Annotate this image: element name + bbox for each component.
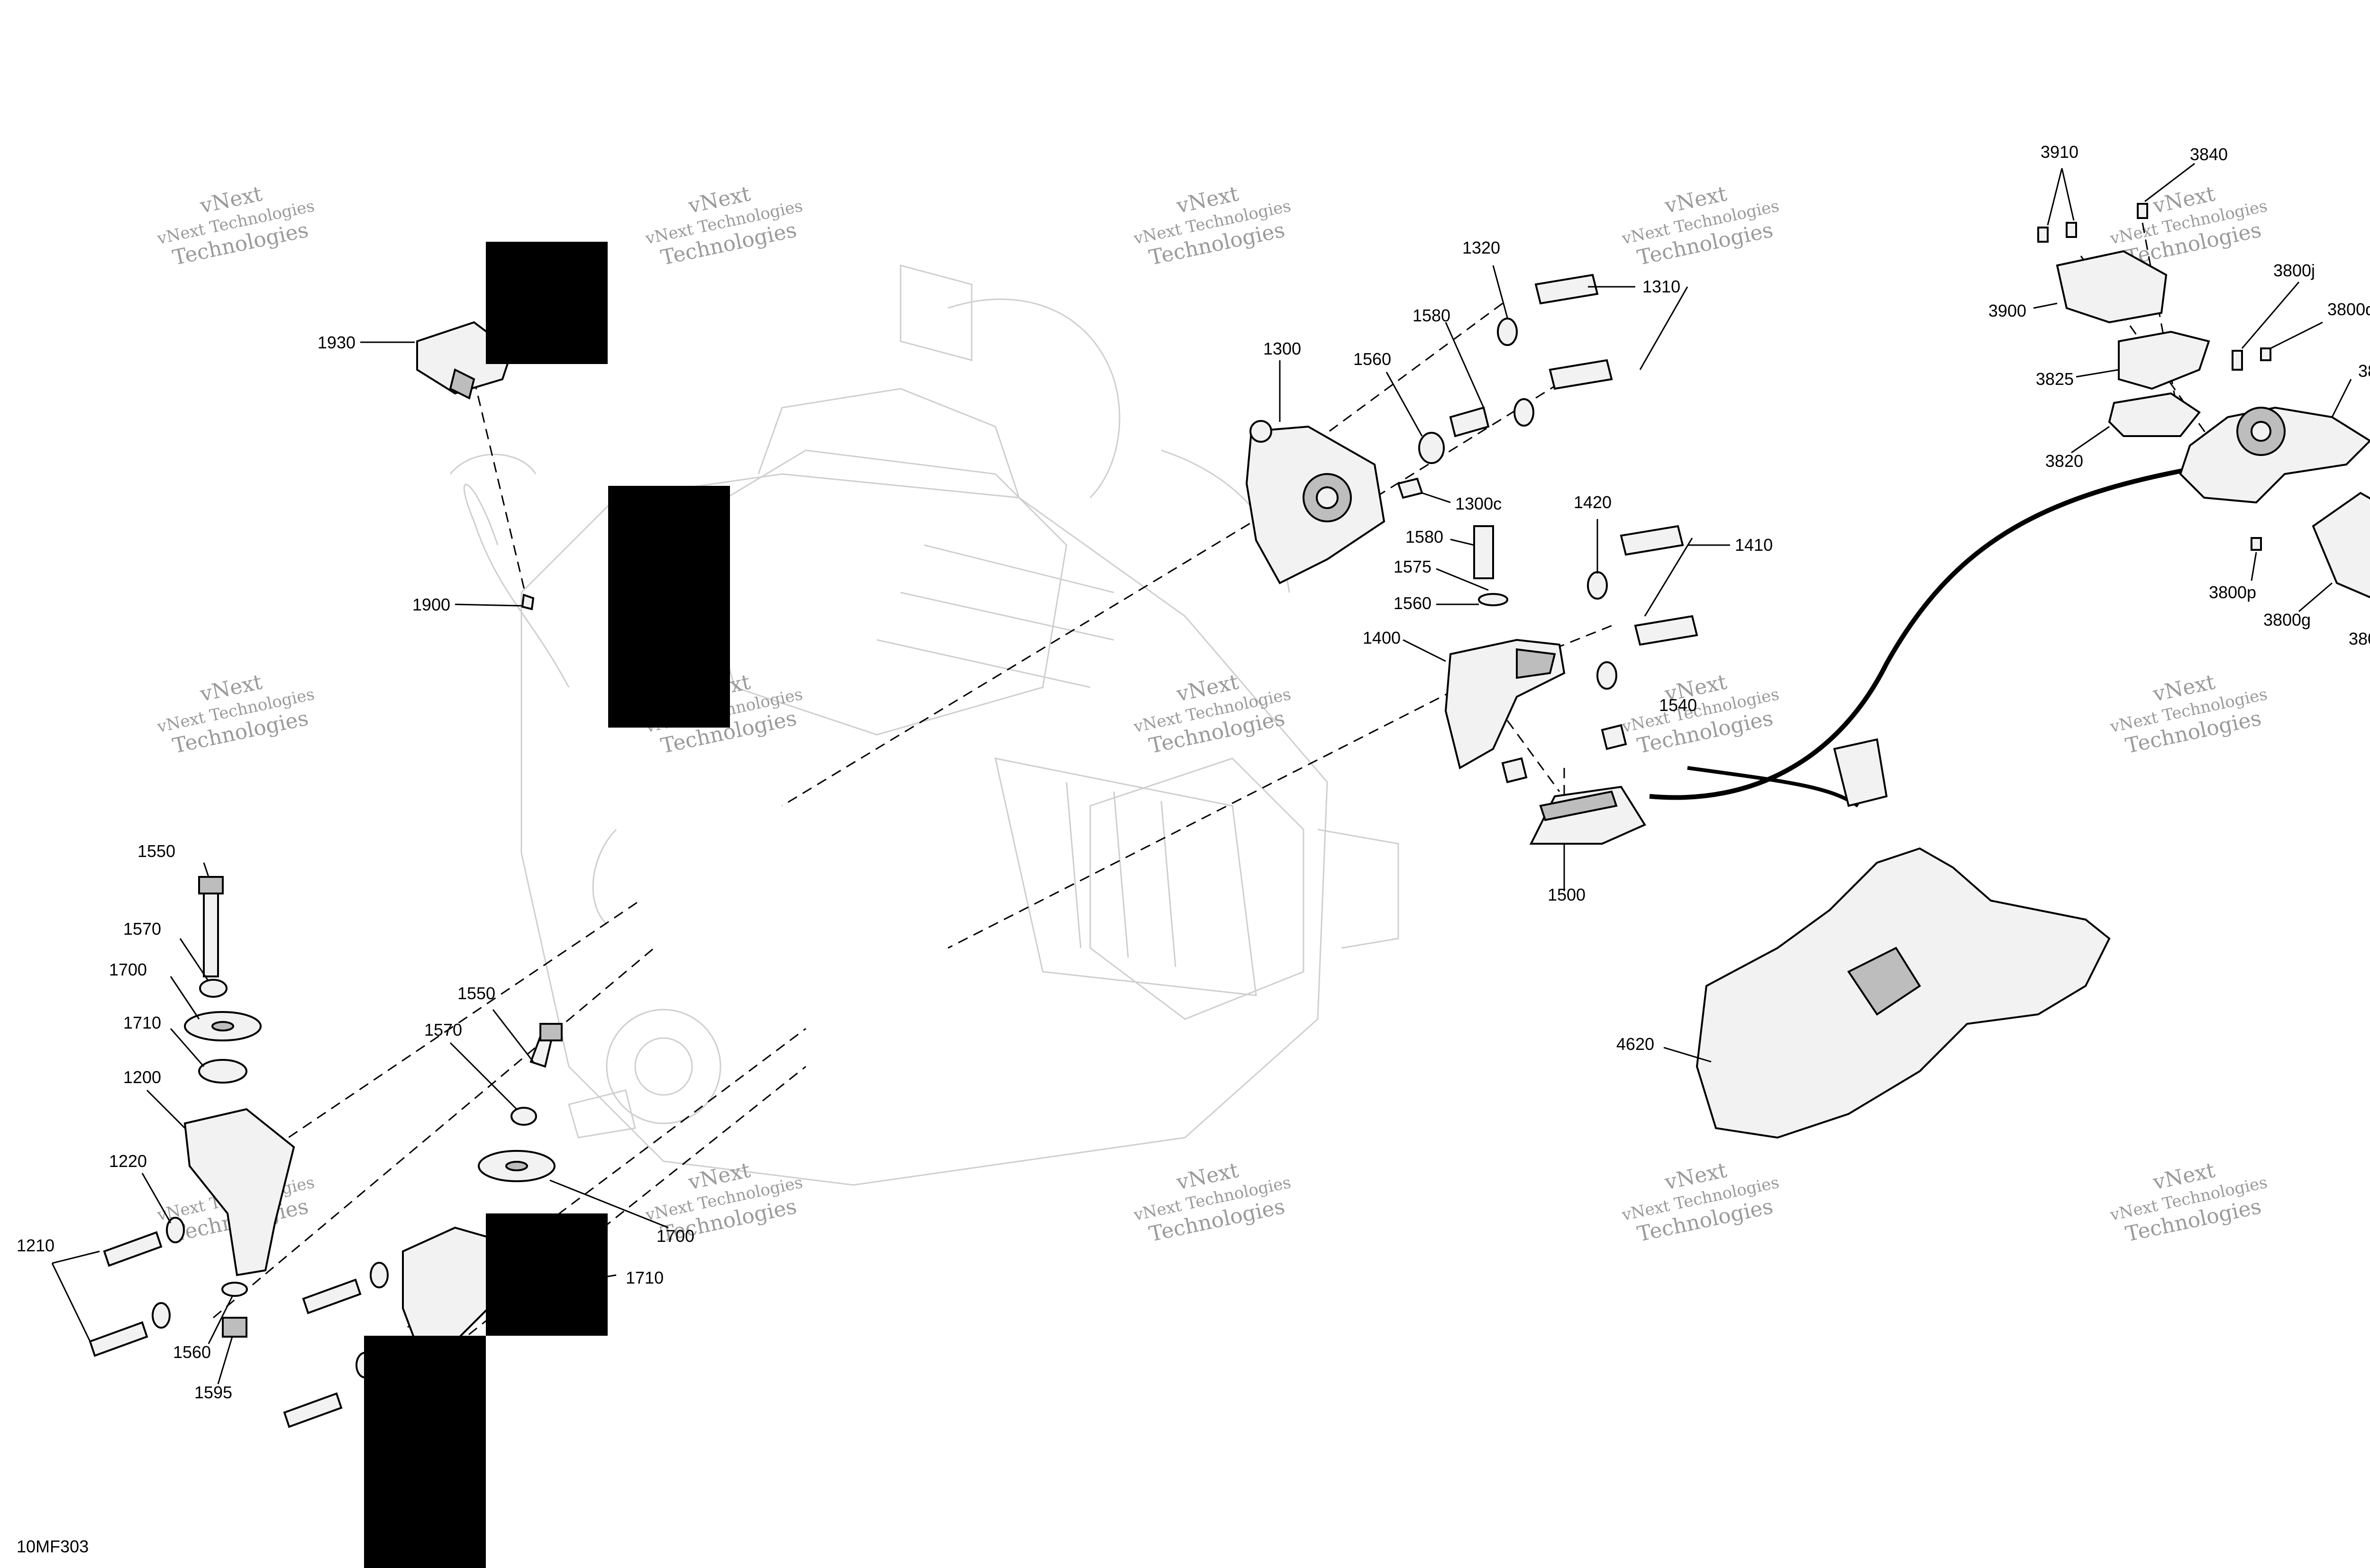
engine-ghost-illustration bbox=[449, 264, 1399, 1186]
part-1700-washer-right bbox=[478, 1150, 556, 1182]
part-1200-mount-bracket-right bbox=[402, 1226, 489, 1348]
part-1300-engine-mount bbox=[1245, 420, 1386, 584]
callout-1570-right: 1570 bbox=[424, 1020, 462, 1039]
callout-1300: 1300 bbox=[1263, 339, 1301, 358]
callout-1575: 1575 bbox=[1394, 557, 1431, 576]
part-4620-console-bracket bbox=[1695, 847, 2111, 1139]
part-1560-1595-nut-left bbox=[221, 1282, 248, 1338]
redaction-box bbox=[486, 242, 608, 364]
callout-1710-left: 1710 bbox=[123, 1013, 161, 1032]
callout-1210: 1210 bbox=[17, 1236, 55, 1255]
redaction-box bbox=[364, 1336, 486, 1568]
part-1710-isolator-left bbox=[198, 1059, 247, 1084]
part-1570-washer-right bbox=[510, 1107, 537, 1126]
redaction-box bbox=[608, 486, 730, 728]
part-3820-clamp bbox=[2108, 392, 2201, 437]
part-3800g-cover bbox=[2312, 492, 2370, 599]
callout-1560-lower: 1560 bbox=[173, 1342, 211, 1362]
part-1900-bolt bbox=[521, 593, 535, 611]
callout-3800j: 3800j bbox=[2273, 261, 2315, 280]
callout-3800q: 3800q bbox=[2327, 300, 2370, 319]
callout-1900: 1900 bbox=[412, 595, 450, 614]
part-1550-bolt-right bbox=[529, 1022, 563, 1068]
part-1570-washer-left bbox=[199, 979, 228, 998]
callout-1700-right: 1700 bbox=[656, 1226, 694, 1246]
callout-1930: 1930 bbox=[318, 333, 356, 352]
part-3800-shifter-assembly bbox=[2179, 406, 2370, 504]
callout-1700-left: 1700 bbox=[109, 960, 147, 979]
callout-3900: 3900 bbox=[1988, 301, 2026, 320]
drawing-id-label: 10MF303 bbox=[17, 1537, 89, 1556]
callout-3910: 3910 bbox=[2041, 142, 2078, 162]
callout-3800h: 3800h bbox=[2349, 629, 2370, 648]
part-1540-bolts bbox=[1501, 724, 1627, 784]
callout-3800: 3800 bbox=[2358, 361, 2370, 381]
part-3910-3840-screws bbox=[2037, 203, 2148, 243]
callout-1550-right: 1550 bbox=[457, 984, 495, 1003]
callout-1595: 1595 bbox=[194, 1383, 232, 1402]
callout-1310: 1310 bbox=[1642, 277, 1680, 296]
callout-1400: 1400 bbox=[1363, 628, 1401, 647]
callout-4620: 4620 bbox=[1616, 1034, 1654, 1054]
part-1700-washer-left bbox=[184, 1011, 262, 1041]
callout-3825: 3825 bbox=[2036, 369, 2074, 389]
callout-1220: 1220 bbox=[109, 1151, 147, 1171]
callout-3840: 3840 bbox=[2190, 145, 2228, 164]
part-3900-cover bbox=[2056, 250, 2168, 324]
callout-1550-left: 1550 bbox=[137, 841, 175, 861]
part-1580-spacers bbox=[1449, 406, 1508, 606]
callout-1420: 1420 bbox=[1574, 492, 1612, 512]
callout-1540: 1540 bbox=[1659, 695, 1697, 715]
callout-1560-mid: 1560 bbox=[1394, 593, 1431, 613]
part-1310-bolts bbox=[1534, 273, 1698, 646]
callout-3820: 3820 bbox=[2045, 451, 2083, 471]
callout-1570-left: 1570 bbox=[123, 919, 161, 939]
part-1500-rubber-mount bbox=[1529, 785, 1646, 845]
part-1550-bolt-left bbox=[198, 876, 224, 977]
leader-lines bbox=[51, 163, 2352, 1385]
part-3825-bracket bbox=[2118, 330, 2210, 390]
part-1200-mount-bracket-left bbox=[183, 1108, 295, 1276]
callout-3800p: 3800p bbox=[2209, 583, 2256, 602]
callout-3800g: 3800g bbox=[2263, 610, 2311, 629]
part-1300c-bolt bbox=[1397, 477, 1423, 499]
part-wiring-harness bbox=[1649, 467, 2190, 808]
callout-1580-mid: 1580 bbox=[1405, 527, 1443, 547]
part-1400-engine-mount bbox=[1444, 638, 1566, 770]
callout-1560-upper: 1560 bbox=[1353, 349, 1391, 369]
callout-1500: 1500 bbox=[1548, 885, 1586, 904]
redaction-blocks bbox=[364, 242, 730, 1568]
part-3800-small-screws bbox=[2232, 347, 2271, 551]
callout-1320: 1320 bbox=[1462, 238, 1500, 257]
callout-labels: 1930 1900 1300 1320 1310 1580 1560 1300c… bbox=[17, 142, 2370, 1402]
part-1210-bolts bbox=[89, 1231, 362, 1428]
callout-1710-right: 1710 bbox=[626, 1268, 664, 1287]
callout-1300c: 1300c bbox=[1455, 494, 1502, 513]
callout-1410: 1410 bbox=[1735, 535, 1773, 555]
callout-1580-upper: 1580 bbox=[1413, 306, 1450, 325]
redaction-box bbox=[486, 1213, 608, 1336]
callout-1200: 1200 bbox=[123, 1067, 161, 1087]
